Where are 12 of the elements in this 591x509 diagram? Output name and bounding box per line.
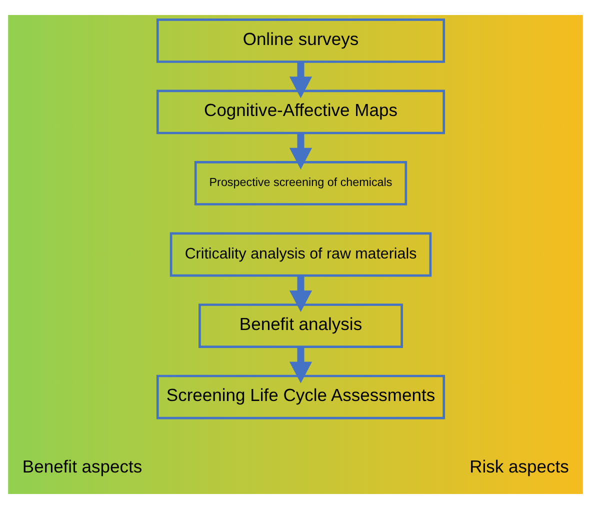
arrow: [289, 346, 312, 384]
arrow: [289, 62, 312, 98]
node-box: Screening Life Cycle Assessments: [156, 374, 446, 420]
node-box: Online surveys: [156, 18, 446, 63]
arrow: [289, 133, 312, 170]
node-box: Benefit analysis: [198, 304, 403, 348]
label: Risk aspects: [470, 456, 569, 476]
node-box: Criticality analysis of raw materials: [170, 232, 432, 277]
node-box: Prospective screening of chemicals: [194, 161, 408, 206]
label: Benefit aspects: [22, 456, 142, 476]
arrow: [289, 276, 312, 312]
node-box: Cognitive-Affective Maps: [156, 90, 446, 134]
